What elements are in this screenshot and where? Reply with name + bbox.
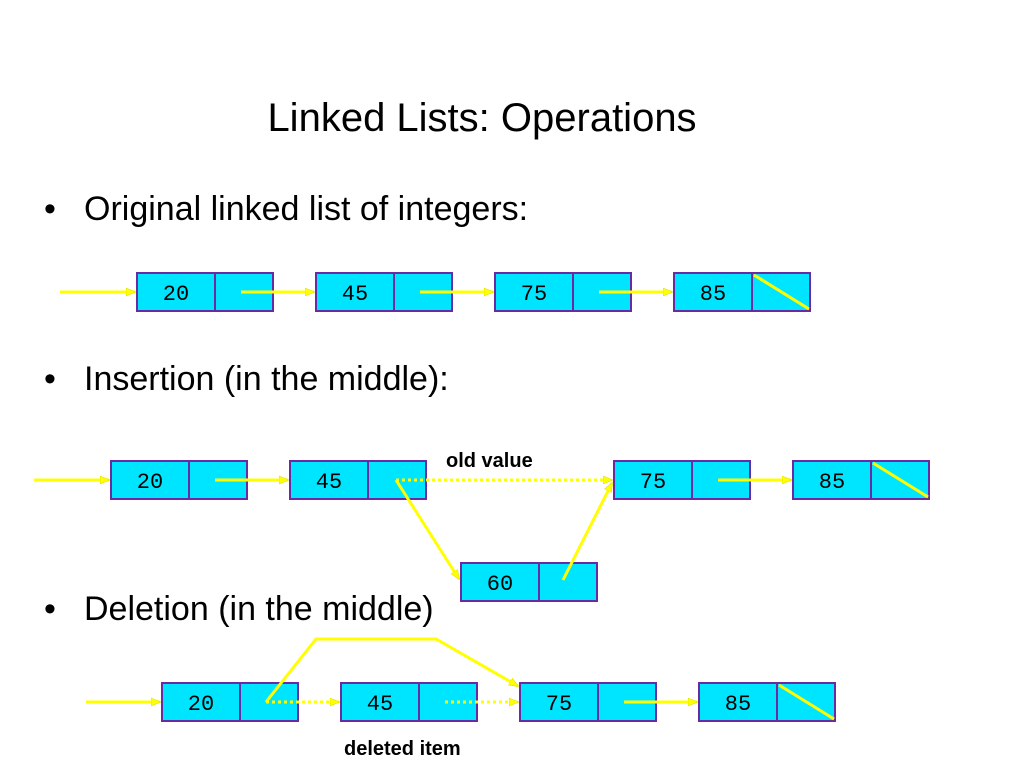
bullet-insertion: • Insertion (in the middle):: [44, 360, 449, 399]
node-value: 45: [316, 470, 342, 495]
node-value: 20: [188, 692, 214, 717]
bullet-dot: •: [44, 590, 56, 628]
node-data-cell: [289, 460, 369, 500]
arrows-layer: [34, 292, 791, 702]
node-value: 45: [367, 692, 393, 717]
bullet-insertion-text: Insertion (in the middle):: [84, 360, 449, 398]
node-data-cell: [698, 682, 778, 722]
node-value: 75: [521, 282, 547, 307]
list-node-85: 85: [698, 682, 836, 722]
bullet-original: • Original linked list of integers:: [44, 190, 528, 229]
bypass-pointer-arrow: [264, 637, 518, 703]
list-node-85: 85: [792, 460, 930, 500]
list-node-75: 75: [494, 272, 632, 312]
node-value: 20: [137, 470, 163, 495]
node-pointer-cell: [538, 562, 598, 602]
null-pointer-slash: [753, 273, 810, 311]
node-data-cell: [613, 460, 693, 500]
node-value: 20: [163, 282, 189, 307]
bullet-dot: •: [44, 360, 56, 398]
node-data-cell: [315, 272, 395, 312]
node-value: 75: [546, 692, 572, 717]
node-data-cell: [340, 682, 420, 722]
node-data-cell: [460, 562, 540, 602]
node-value: 60: [487, 572, 513, 597]
list-node-20: 20: [136, 272, 274, 312]
node-value: 85: [700, 282, 726, 307]
list-node-85: 85: [673, 272, 811, 312]
node-data-cell: [494, 272, 574, 312]
old-value-label: old value: [446, 450, 533, 472]
bullet-original-text: Original linked list of integers:: [84, 190, 529, 228]
bullet-deletion-text: Deletion (in the middle): [84, 590, 434, 628]
new-pointer-arrow: [394, 479, 461, 579]
node-data-cell: [519, 682, 599, 722]
null-pointer-slash: [778, 683, 835, 721]
bullet-dot: •: [44, 190, 56, 228]
list-node-75: 75: [519, 682, 657, 722]
node-data-cell: [673, 272, 753, 312]
list-node-20: 20: [161, 682, 299, 722]
list-node-20: 20: [110, 460, 248, 500]
list-node-45: 45: [289, 460, 427, 500]
nodes-layer: 20 45 75 85 20 45 75 85 60 20 45 75 85: [110, 272, 930, 722]
bullet-deletion: • Deletion (in the middle): [44, 590, 434, 629]
node-value: 45: [342, 282, 368, 307]
node-value: 85: [819, 470, 845, 495]
list-node-75: 75: [613, 460, 751, 500]
node-data-cell: [161, 682, 241, 722]
inserted-next-arrow: [561, 483, 614, 581]
slide-title: Linked Lists: Operations: [267, 96, 697, 140]
null-pointer-slash: [872, 461, 929, 499]
deleted-item-label: deleted item: [344, 738, 461, 760]
node-value: 75: [640, 470, 666, 495]
inserted-node-60: 60: [460, 562, 598, 602]
list-node-45: 45: [340, 682, 478, 722]
node-value: 85: [725, 692, 751, 717]
